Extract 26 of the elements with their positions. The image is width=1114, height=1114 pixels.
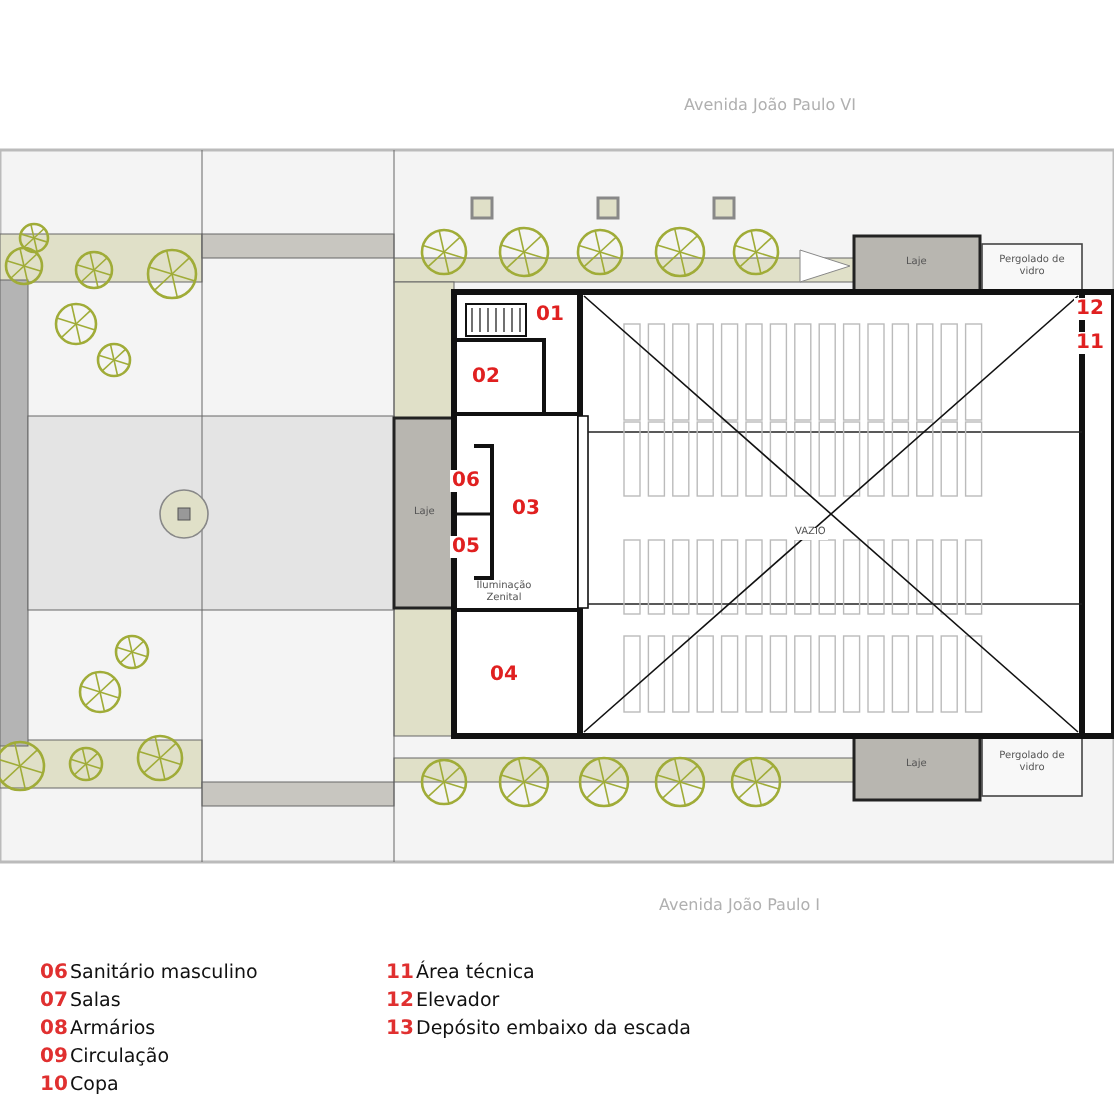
legend-number: 06 xyxy=(40,962,68,984)
room-number: 11 xyxy=(1074,332,1106,354)
legend-number: 12 xyxy=(386,990,414,1012)
legend-number: 07 xyxy=(40,990,68,1012)
legend-text: Armários xyxy=(70,1020,156,1041)
legend-text: Salas xyxy=(70,992,121,1013)
legend-text: Depósito embaixo da escada xyxy=(416,1020,691,1041)
legend-number: 10 xyxy=(40,1074,68,1096)
legend-text: Elevador xyxy=(416,992,500,1013)
legend-text: Sanitário masculino xyxy=(70,964,258,985)
legend-number: 13 xyxy=(386,1018,414,1040)
street-name: Avenida João Paulo VI xyxy=(684,98,856,116)
room-number: 02 xyxy=(470,366,502,388)
room-number: 05 xyxy=(450,536,482,558)
room-number: 01 xyxy=(534,304,566,326)
legend-text: Copa xyxy=(70,1076,119,1097)
legend-number: 08 xyxy=(40,1018,68,1040)
legend-number: 09 xyxy=(40,1046,68,1068)
legend-text: Área técnica xyxy=(416,964,535,985)
street-name: Avenida João Paulo I xyxy=(659,898,821,916)
room-number: 04 xyxy=(488,664,520,686)
room-number: 06 xyxy=(450,470,482,492)
legend-number: 11 xyxy=(386,962,414,984)
legend-text: Circulação xyxy=(70,1048,170,1069)
room-number: 03 xyxy=(510,498,542,520)
room-number: 12 xyxy=(1074,298,1106,320)
